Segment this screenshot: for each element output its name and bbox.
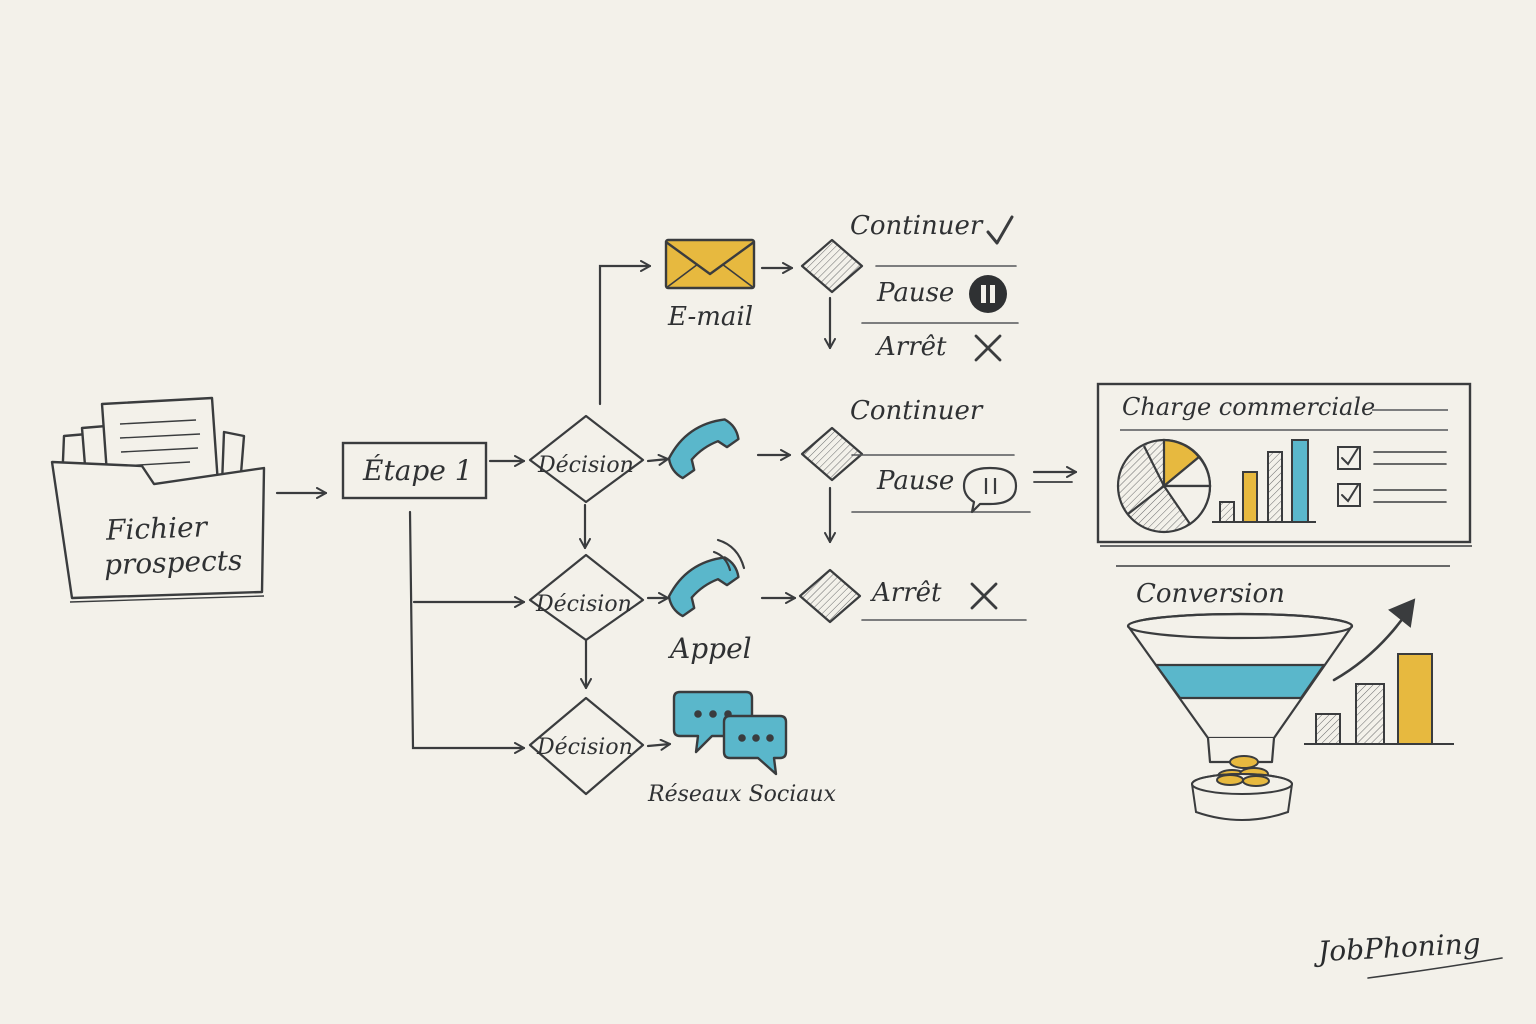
growth-bar-chart-icon [1304, 598, 1454, 745]
flow-connectors [275, 260, 1078, 754]
conversion-funnel-icon [1116, 565, 1450, 764]
arrow-to-email [598, 260, 652, 406]
bar-chart-icon [1212, 439, 1316, 523]
brand-logo: JobPhoning [1317, 926, 1482, 969]
continue-label-1: Continuer [850, 211, 983, 241]
gate-phone [800, 426, 864, 482]
social-label: Réseaux Sociaux [648, 782, 836, 807]
step-1-box [341, 441, 488, 500]
pause-circle-icon [969, 275, 1007, 313]
telephone-icon [667, 418, 740, 480]
pause-speech-bubble-icon [962, 466, 1018, 514]
stop-label-1: Arrêt [877, 332, 947, 362]
pause-label-1: Pause [877, 278, 955, 308]
call-label: Appel [670, 632, 752, 665]
decision-diamonds [528, 414, 645, 796]
step-label: Étape 1 [363, 454, 473, 487]
checklist-icon [1337, 446, 1447, 507]
arrow-decision-1-to-phone [646, 453, 670, 466]
pie-chart-icon [1116, 438, 1212, 534]
decision-label-2: Décision [536, 592, 632, 617]
decision-label-3: Décision [537, 735, 633, 760]
decision-diamond-2 [528, 553, 645, 642]
outcome-rules [851, 265, 1031, 621]
decision-label-1: Décision [538, 453, 634, 478]
cross-icon [970, 582, 998, 610]
check-mark-icon [986, 215, 1014, 245]
envelope-icon [664, 238, 756, 290]
cross-icon [974, 334, 1002, 362]
email-label: E-mail [668, 302, 754, 332]
gate-email [800, 238, 864, 294]
gate-diamonds [798, 238, 864, 624]
branch-step-down [408, 510, 526, 754]
coin-cup-icon [1191, 755, 1293, 821]
dashboard-panel [1096, 382, 1472, 547]
folder-of-documents-icon [50, 396, 266, 603]
brand-underline [1367, 957, 1503, 979]
ringing-telephone-icon [667, 538, 746, 618]
dashboard-title: Charge commerciale [1122, 393, 1376, 421]
continue-label-2: Continuer [850, 396, 983, 426]
arrow-decision-3-to-social [646, 738, 672, 751]
decision-diamond-1 [528, 414, 645, 504]
pause-label-2: Pause [877, 466, 955, 496]
source-label-line-1: Fichier [105, 510, 208, 547]
decision-diamond-3 [528, 696, 645, 796]
gate-call [798, 568, 862, 624]
chat-bubbles-icon [672, 690, 788, 776]
source-label-line-2: prospects [103, 543, 243, 582]
funnel-title: Conversion [1136, 579, 1285, 609]
stop-label-2: Arrêt [872, 578, 942, 608]
